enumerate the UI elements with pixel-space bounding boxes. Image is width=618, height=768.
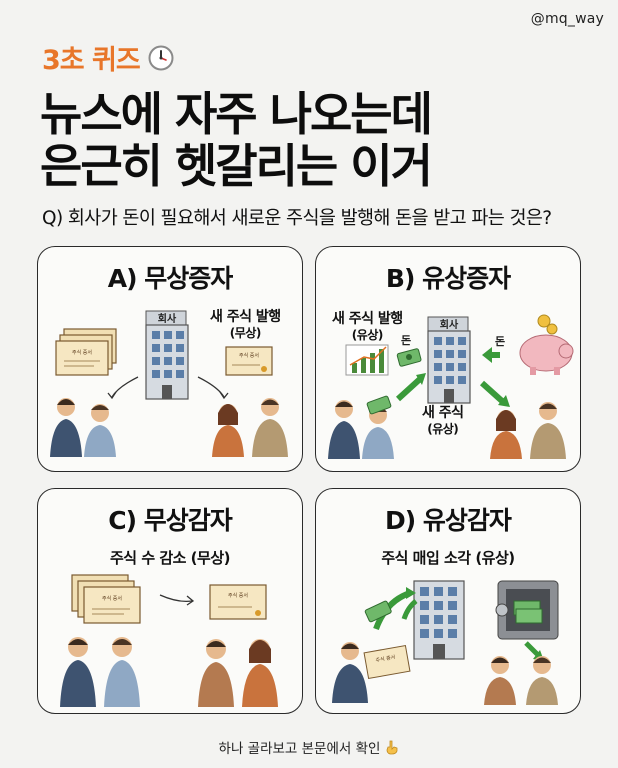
building-sign-label: 회사 bbox=[440, 318, 459, 331]
svg-text:주식 증서: 주식 증서 bbox=[239, 352, 259, 359]
office-building-icon bbox=[145, 310, 189, 400]
option-card-a[interactable]: A) 무상증자 주식 증서 회사 주식 증서 bbox=[37, 246, 303, 472]
new-share-issue-label: 새 주식 발행 (무상) bbox=[210, 309, 281, 340]
office-building-icon bbox=[427, 316, 471, 404]
certificate-icon: 주식 증서 bbox=[225, 346, 273, 376]
clock-icon bbox=[148, 45, 174, 70]
option-c-title: C) 무상감자 bbox=[108, 506, 232, 535]
piggy-bank-icon bbox=[519, 314, 574, 375]
headline-line-2: 은근히 헷갈리는 이거 bbox=[40, 139, 433, 193]
investors-right-icon bbox=[490, 402, 566, 459]
headline-line-1: 뉴스에 자주 나오는데 bbox=[40, 87, 433, 141]
money-inflow-arrow bbox=[482, 347, 492, 363]
option-d-subtitle: 주식 매입 소각 (유상) bbox=[381, 549, 515, 567]
certificate-icon: 주식 증서 bbox=[209, 584, 267, 620]
quiz-tag: 3초 퀴즈 bbox=[42, 38, 174, 77]
option-card-c[interactable]: C) 무상감자 주식 수 감소 (무상) 주식 증서 주식 증서 bbox=[37, 488, 303, 714]
svg-text:주식 증서: 주식 증서 bbox=[102, 595, 122, 602]
footer-text: 하나 골라보고 본문에서 확인 bbox=[218, 741, 381, 757]
shareholders-right-icon bbox=[484, 656, 558, 705]
capital-reduction-paid-illustration: 주식 증서 bbox=[332, 580, 559, 705]
vault-safe-icon bbox=[495, 580, 559, 640]
pointing-down-hand-icon bbox=[387, 740, 398, 754]
paid-in-capital-increase-illustration: 회사 돈 돈 bbox=[328, 314, 574, 459]
money-label-left: 돈 bbox=[401, 334, 411, 347]
certificate-label: 주식 증서 bbox=[72, 349, 92, 356]
option-c-subtitle: 주식 수 감소 (무상) bbox=[110, 549, 230, 567]
shareholders-right-icon bbox=[198, 639, 278, 707]
svg-text:주식 증서: 주식 증서 bbox=[375, 654, 396, 664]
svg-text:주식 증서: 주식 증서 bbox=[228, 592, 248, 599]
option-card-b[interactable]: B) 유상증자 회사 돈 돈 bbox=[315, 246, 581, 472]
account-handle: @mq_way bbox=[530, 11, 604, 27]
shareholders-left-icon bbox=[50, 398, 116, 457]
option-b-title: B) 유상증자 bbox=[385, 264, 511, 293]
certificate-stack-icon: 주식 증서 bbox=[55, 328, 117, 376]
shareholders-right-icon bbox=[212, 398, 288, 457]
shareholder-left-icon: 주식 증서 bbox=[332, 642, 411, 703]
bonus-issue-illustration: 주식 증서 회사 주식 증서 bbox=[50, 310, 288, 457]
new-shares-label: 새 주식 (유상) bbox=[422, 405, 464, 436]
option-a-title: A) 무상증자 bbox=[107, 264, 233, 293]
building-sign-label: 회사 bbox=[158, 312, 177, 325]
quiz-question: Q) 회사가 돈이 필요해서 새로운 주식을 발행해 돈을 받고 파는 것은? bbox=[42, 208, 552, 229]
arrow-left bbox=[111, 376, 139, 398]
cash-icon bbox=[396, 348, 422, 367]
footer-cta: 하나 골라보고 본문에서 확인 bbox=[0, 737, 618, 757]
shares-outflow-arrow bbox=[479, 380, 505, 404]
capital-reduction-free-illustration: 주식 증서 주식 증서 bbox=[60, 574, 278, 707]
reduction-arrow bbox=[159, 594, 193, 603]
shareholders-left-icon bbox=[60, 637, 140, 707]
option-card-d[interactable]: D) 유상감자 주식 매입 소각 (유상) bbox=[315, 488, 581, 714]
quiz-tag-label: 3초 퀴즈 bbox=[42, 45, 141, 76]
money-label-right: 돈 bbox=[495, 335, 505, 348]
investors-left-icon bbox=[328, 395, 394, 459]
arrow-right bbox=[197, 376, 225, 398]
new-share-issue-label: 새 주식 발행 (유상) bbox=[332, 311, 403, 342]
growth-chart-icon bbox=[345, 344, 389, 376]
option-d-title: D) 유상감자 bbox=[385, 506, 512, 535]
certificate-stack-icon: 주식 증서 bbox=[71, 574, 141, 624]
certificate-icon bbox=[363, 644, 411, 680]
cash-icon bbox=[364, 600, 392, 623]
office-building-icon bbox=[413, 580, 465, 660]
